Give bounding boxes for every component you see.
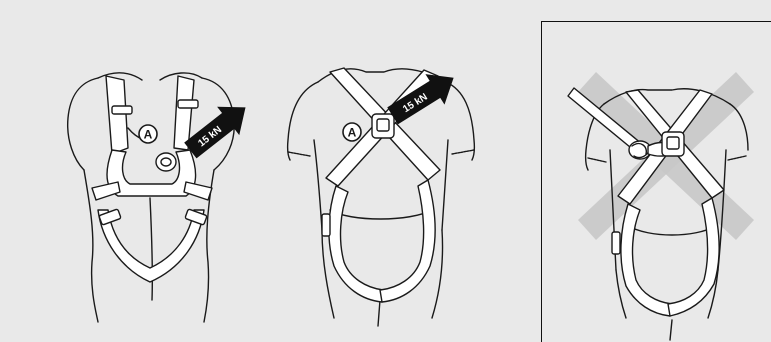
figure-back-incorrect [568, 72, 754, 340]
figure-back: A 15 kN [288, 62, 475, 326]
front-anchor-marker: A [144, 128, 153, 142]
figure-front: A 15 kN [68, 73, 257, 322]
back-anchor-marker: A [348, 126, 357, 140]
